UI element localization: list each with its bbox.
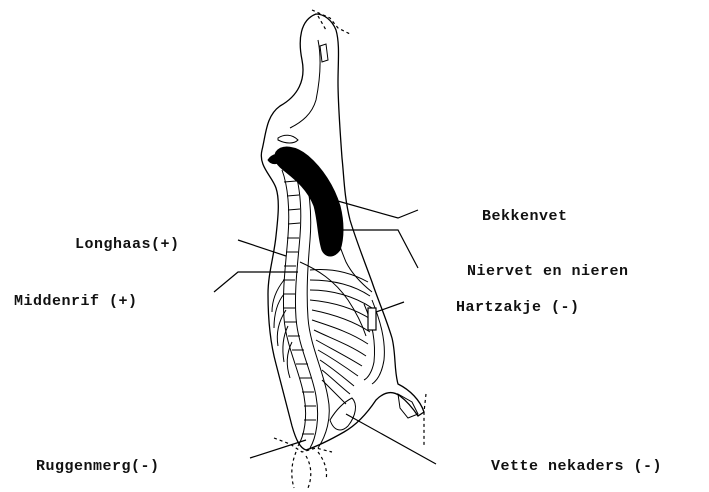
label-longhaas: Longhaas(+): [75, 237, 180, 252]
label-ruggenmerg: Ruggenmerg(-): [36, 459, 160, 474]
label-middenrif: Middenrif (+): [14, 294, 138, 309]
label-niervet: Niervet en nieren: [467, 264, 629, 279]
cut-line-shank: [424, 394, 426, 446]
heart-sac-marker: [368, 308, 376, 330]
leader-vette-nekaders: [346, 414, 436, 464]
label-vette-nekaders: Vette nekaders (-): [491, 459, 662, 474]
label-bekkenvet: Bekkenvet: [482, 209, 568, 224]
cut-line-neck: [292, 452, 327, 488]
label-hartzakje: Hartzakje (-): [456, 300, 580, 315]
